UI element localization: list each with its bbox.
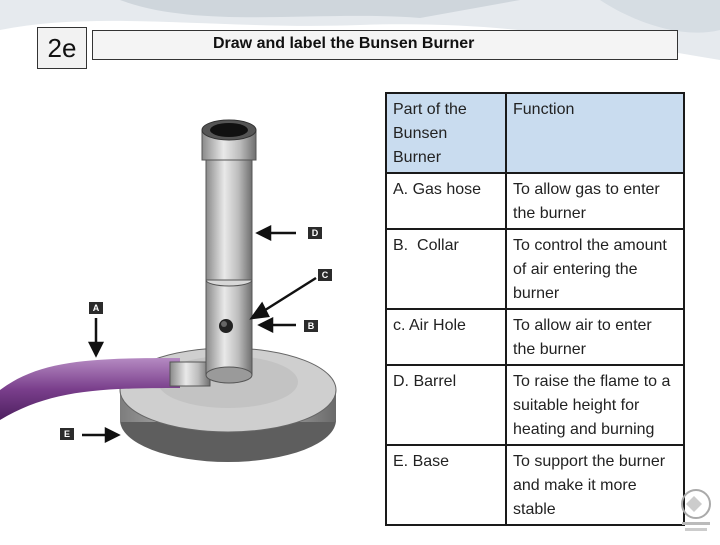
table-row: c. Air Hole To allow air to enter the bu…	[385, 308, 685, 366]
cell-function: To support the burner and make it more s…	[505, 444, 685, 526]
cell-part: D. Barrel	[385, 364, 507, 446]
header-function: Function	[505, 92, 685, 174]
cell-part: E. Base	[385, 444, 507, 526]
cell-function: To allow gas to enter the burner	[505, 172, 685, 230]
table-header-row: Part of the Bunsen Burner Function	[385, 92, 685, 174]
label-a: A	[89, 302, 103, 314]
cell-function: To allow air to enter the burner	[505, 308, 685, 366]
slide-number: 2e	[37, 27, 87, 69]
table-row: B. Collar To control the amount of air e…	[385, 228, 685, 310]
bunsen-burner-diagram: D C B A E	[0, 90, 400, 540]
parts-table: Part of the Bunsen Burner Function A. Ga…	[385, 92, 685, 526]
table-row: D. Barrel To raise the flame to a suitab…	[385, 364, 685, 446]
table-row: A. Gas hose To allow gas to enter the bu…	[385, 172, 685, 230]
label-e: E	[60, 428, 74, 440]
arrow-icon	[82, 224, 317, 444]
logo-icon	[681, 489, 711, 531]
cell-function: To raise the flame to a suitable height …	[505, 364, 685, 446]
label-d: D	[308, 227, 322, 239]
header-part: Part of the Bunsen Burner	[385, 92, 507, 174]
cell-part: B. Collar	[385, 228, 507, 310]
title-bar: Draw and label the Bunsen Burner	[92, 30, 678, 60]
label-c: C	[318, 269, 332, 281]
cell-function: To control the amount of air entering th…	[505, 228, 685, 310]
table-row: E. Base To support the burner and make i…	[385, 444, 685, 526]
cell-part: c. Air Hole	[385, 308, 507, 366]
bunsen-burner-illustration	[0, 119, 337, 462]
page-title: Draw and label the Bunsen Burner	[213, 35, 475, 52]
label-b: B	[304, 320, 318, 332]
cell-part: A. Gas hose	[385, 172, 507, 230]
